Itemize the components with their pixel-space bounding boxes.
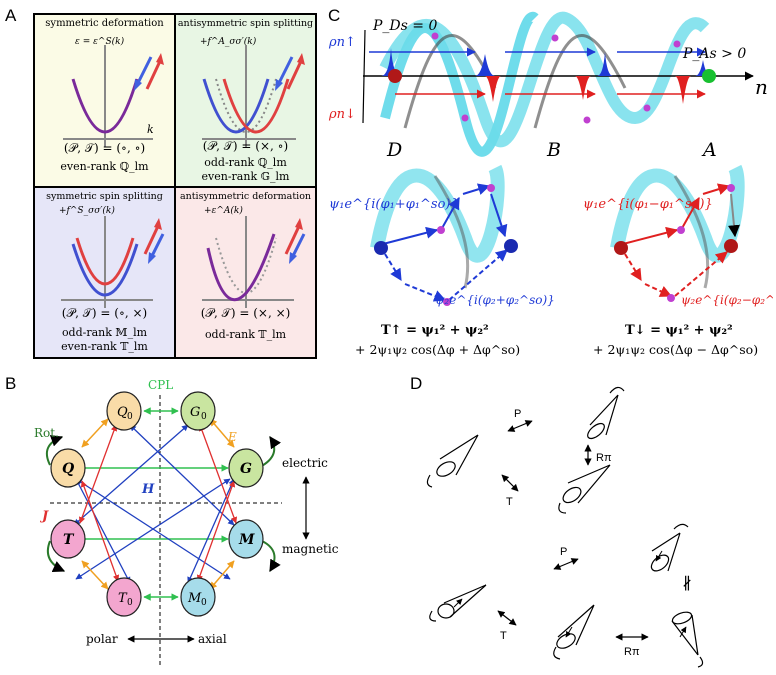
node-g — [228, 448, 264, 488]
quadrant-title: symmetric spin splitting — [46, 191, 163, 202]
panel-label-c: C — [328, 6, 341, 25]
quadrant-title: antisymmetric deformation — [179, 191, 312, 202]
band-plot-antisymmetric-deformation — [202, 216, 306, 308]
svg-text:0: 0 — [127, 412, 133, 422]
label-t-1: T — [506, 496, 513, 508]
site-a-ball — [702, 69, 716, 83]
node-label-g0: G — [190, 405, 200, 420]
quadrant-formula: +ε^A(k) — [204, 206, 243, 216]
label-t-2: T — [500, 630, 507, 642]
svg-text:0: 0 — [201, 412, 207, 422]
node-label-m: M — [238, 532, 255, 548]
node-m — [228, 519, 264, 559]
panel-d-cone-symmetry: P Rπ T P ∦ T Rπ — [426, 386, 704, 668]
site-d-ball — [388, 69, 402, 83]
node-label-t0: T — [118, 591, 128, 606]
quadrant-antisymmetric-spin-splitting: antisymmetric spin splitting +f^A_σσ′(k)… — [175, 15, 315, 187]
node-q — [50, 448, 86, 488]
label-n-axis: n — [755, 75, 768, 99]
label-rho-up: ρn↑ — [328, 35, 356, 50]
quadrant-equation: (𝒫, 𝒯) = (×, ×) — [200, 306, 291, 320]
label-r-pi-1: Rπ — [596, 452, 612, 464]
panel-label-d: D — [410, 374, 423, 393]
eq-t-down-2: + 2ψ₁ψ₂ cos(Δφ − Δφ^so) — [593, 342, 758, 357]
label-p-as: P_As > 0 — [682, 46, 746, 62]
site-label-b: B — [546, 139, 561, 161]
label-p-2: P — [560, 546, 567, 558]
quadrant-formula: +f^A_σσ′(k) — [200, 37, 257, 47]
node-label-t: T — [63, 532, 75, 548]
label-polar: polar — [86, 632, 118, 646]
band-plot-symmetric — [63, 45, 164, 147]
label-cpl: CPL — [148, 378, 173, 392]
quadrant-rank-line1: odd-rank ℚ_lm — [204, 156, 287, 169]
spin-down-loop — [610, 164, 745, 302]
node-t — [50, 519, 86, 559]
quadrant-rank-line1: even-rank ℚ_lm — [60, 160, 149, 173]
site-label-a: A — [701, 139, 717, 161]
panel-a: symmetric deformation ε = ε^S(k) k (𝒫, 𝒯… — [33, 13, 317, 359]
label-not-parallel: ∦ — [682, 574, 692, 593]
quadrant-rank-line1: odd-rank 𝕋_lm — [204, 328, 287, 341]
quadrant-rank-line1: odd-rank 𝕄_lm — [61, 326, 148, 339]
eq-t-down-1: T↓ = ψ₁² + ψ₂² — [625, 323, 733, 338]
node-t0 — [106, 577, 142, 617]
panel-label-b: B — [5, 374, 17, 393]
node-label-g: G — [240, 461, 252, 477]
panel-c-helix-transport: P_Ds = 0 P_As > 0 ρn↑ ρn↓ n D B A ψ₁e^{i… — [328, 11, 773, 357]
label-axial: axial — [198, 632, 227, 646]
node-q0 — [106, 391, 142, 431]
p-arrow-2 — [553, 558, 579, 570]
quadrant-rank-line2: even-rank 𝔾_lm — [201, 170, 290, 183]
site-label-d: D — [386, 139, 402, 161]
node-label-q0: Q — [117, 405, 128, 420]
label-j: J — [39, 509, 49, 524]
label-rho-down: ρn↓ — [328, 107, 356, 122]
psi2-up: ψ₂e^{i(φ₂+φ₂^so)} — [435, 293, 555, 307]
label-p-1: P — [514, 408, 521, 420]
quadrant-equation: (𝒫, 𝒯) = (∘, ∘) — [63, 141, 146, 155]
psi1-up: ψ₁e^{i(φ₁+φ₁^so)} — [329, 197, 459, 212]
svg-text:0: 0 — [201, 598, 207, 608]
eq-t-up-1: T↑ = ψ₁² + ψ₂² — [381, 323, 489, 338]
quadrant-title: antisymmetric spin splitting — [177, 18, 314, 29]
band-plot-symmetric-split — [61, 216, 165, 308]
node-label-q: Q — [62, 461, 74, 477]
quadrant-equation: (𝒫, 𝒯) = (×, ∘) — [202, 139, 289, 153]
quadrant-equation: (𝒫, 𝒯) = (∘, ×) — [61, 306, 148, 320]
spin-up-loop — [370, 164, 518, 306]
t-arrow-1 — [501, 474, 519, 492]
eq-t-up-2: + 2ψ₁ψ₂ cos(Δφ + Δφ^so) — [355, 342, 520, 357]
quadrant-antisymmetric-deformation: antisymmetric deformation +ε^A(k) (𝒫, 𝒯)… — [175, 187, 315, 357]
label-rot: Rot. — [34, 426, 59, 440]
quadrant-rank-line2: even-rank 𝕋_lm — [61, 340, 148, 353]
label-magnetic: magnetic — [282, 542, 339, 556]
node-g0 — [180, 391, 216, 431]
quadrant-formula: +f^S_σσ′(k) — [59, 206, 115, 216]
quadrant-formula: ε = ε^S(k) — [75, 37, 125, 47]
node-label-m0: M — [187, 591, 202, 606]
panel-label-a: A — [5, 6, 17, 25]
band-plot-antisymmetric-split — [202, 45, 305, 147]
psi2-down: ψ₂e^{i(φ₂−φ₂^so)} — [681, 293, 773, 307]
label-electric: electric — [282, 456, 328, 470]
p-arrow-1 — [507, 420, 533, 432]
svg-text:0: 0 — [127, 598, 133, 608]
node-m0 — [180, 577, 216, 617]
quadrant-symmetric-spin-splitting: symmetric spin splitting +f^S_σσ′(k) (𝒫,… — [35, 187, 175, 357]
k-axis-label: k — [147, 123, 154, 136]
quadrant-title: symmetric deformation — [45, 18, 164, 29]
label-e: E — [227, 430, 237, 444]
t-arrow-2 — [497, 610, 517, 626]
label-r-pi-2: Rπ — [624, 646, 640, 658]
label-p-ds: P_Ds = 0 — [372, 18, 437, 34]
quadrant-symmetric-deformation: symmetric deformation ε = ε^S(k) k (𝒫, 𝒯… — [35, 15, 175, 187]
psi1-down: ψ₁e^{i(φ₁−φ₁^so)} — [583, 197, 713, 212]
label-h: H — [141, 482, 155, 497]
